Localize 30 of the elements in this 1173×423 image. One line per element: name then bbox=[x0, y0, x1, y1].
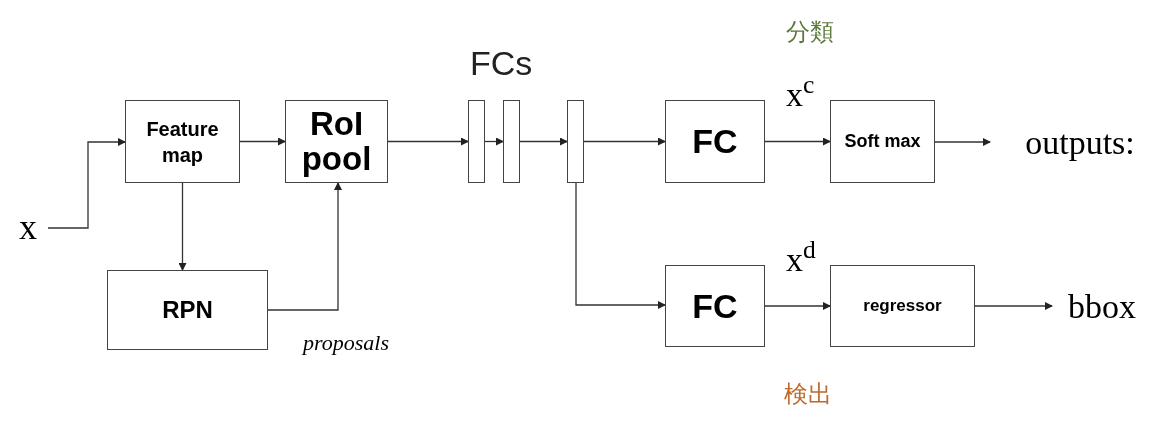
arrow bbox=[519, 137, 568, 146]
output-label: outputs: bbox=[990, 118, 1170, 166]
input-label: x bbox=[8, 204, 48, 250]
process-box: RoI pool bbox=[285, 100, 388, 183]
process-box: RPN bbox=[107, 270, 268, 350]
process-box: Feature map bbox=[125, 100, 240, 183]
arrow bbox=[484, 137, 504, 146]
layer-bar bbox=[503, 100, 520, 183]
arrow bbox=[239, 137, 286, 146]
arrow bbox=[764, 302, 831, 310]
arrow bbox=[974, 302, 1053, 310]
arrow bbox=[178, 182, 187, 271]
arrow bbox=[583, 137, 666, 146]
layer-group-label: FCs bbox=[470, 43, 533, 84]
arrow bbox=[764, 137, 831, 146]
arrow bbox=[387, 137, 469, 146]
process-box: FC bbox=[665, 100, 765, 183]
layer-bar bbox=[567, 100, 584, 183]
branch-label: 検出 bbox=[784, 379, 832, 409]
arrow bbox=[934, 138, 991, 146]
process-box: Soft max bbox=[830, 100, 935, 183]
output-label: bbox bbox=[1052, 282, 1152, 330]
process-box: FC bbox=[665, 265, 765, 347]
arrow bbox=[267, 182, 342, 311]
layer-bar bbox=[468, 100, 485, 183]
arrow bbox=[47, 138, 126, 229]
annotation-label: proposals bbox=[303, 329, 389, 357]
branch-label: 分類 bbox=[786, 17, 834, 47]
process-box: regressor bbox=[830, 265, 975, 347]
arrow bbox=[575, 182, 666, 309]
